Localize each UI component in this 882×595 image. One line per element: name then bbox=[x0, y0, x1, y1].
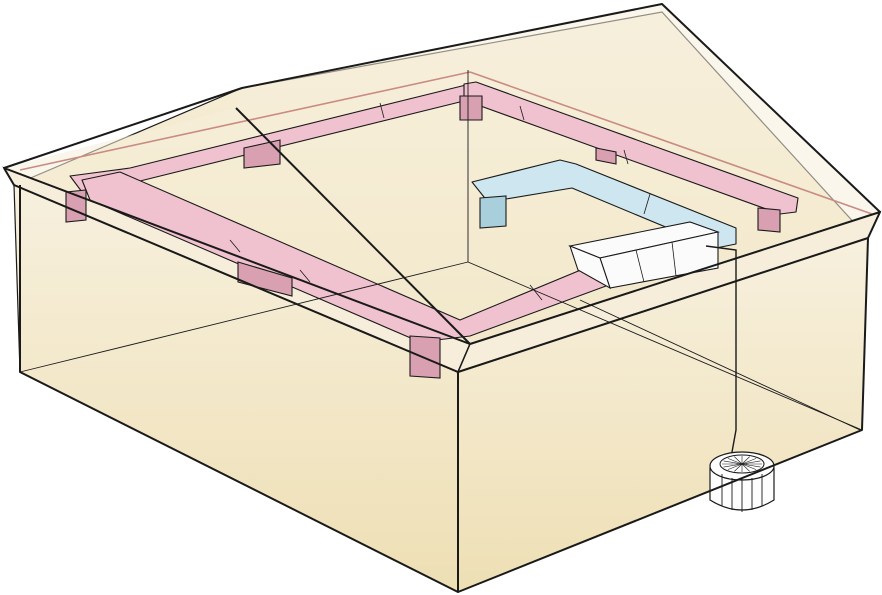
supply-joint bbox=[299, 269, 311, 283]
supply-joint bbox=[529, 284, 543, 301]
roof-outline bbox=[3, 3, 881, 213]
fan-spoke bbox=[741, 463, 757, 470]
back-wall-line-right bbox=[467, 261, 863, 431]
drain-line bbox=[579, 299, 861, 431]
fan-spoke bbox=[741, 463, 750, 472]
supply-drop-2 bbox=[243, 139, 281, 169]
supply-ducts bbox=[65, 81, 799, 379]
back-wall-line bbox=[19, 261, 469, 373]
supply-joint bbox=[379, 102, 385, 119]
return-duct-drop bbox=[479, 195, 507, 229]
refrigerant-line bbox=[579, 245, 861, 475]
outdoor-condenser-unit bbox=[709, 451, 775, 512]
air-handler bbox=[568, 221, 720, 290]
ridge-accents bbox=[19, 71, 873, 215]
ridge-accent-left bbox=[19, 71, 471, 171]
fan-spoke bbox=[723, 463, 743, 468]
supply-drop-4 bbox=[595, 147, 617, 165]
supply-drop-5 bbox=[757, 207, 781, 233]
fan-spoke bbox=[734, 463, 743, 472]
return-joint bbox=[643, 193, 651, 215]
fan-spoke bbox=[723, 460, 743, 465]
supply-joint bbox=[229, 239, 241, 253]
fan-spoke bbox=[741, 458, 757, 465]
supply-drop-3 bbox=[459, 95, 483, 121]
fan-spoke bbox=[727, 463, 743, 470]
supply-drop-6 bbox=[237, 261, 293, 297]
fan-spoke bbox=[734, 456, 743, 465]
refrigerant-line-path bbox=[705, 245, 737, 475]
supply-joint bbox=[519, 105, 525, 121]
ridge-accent-right bbox=[469, 71, 873, 215]
fan-spoke bbox=[741, 463, 761, 468]
fan-spoke bbox=[741, 456, 750, 465]
fan-spoke bbox=[727, 458, 743, 465]
house-outline bbox=[3, 3, 881, 593]
air-handler-side bbox=[569, 245, 611, 290]
roof-outline-hip bbox=[235, 107, 471, 345]
supply-joint bbox=[623, 149, 629, 165]
fan-spoke bbox=[741, 460, 761, 465]
supply-drop-7 bbox=[409, 335, 441, 379]
air-handler-seam bbox=[671, 241, 677, 277]
air-handler-seam bbox=[635, 249, 645, 283]
